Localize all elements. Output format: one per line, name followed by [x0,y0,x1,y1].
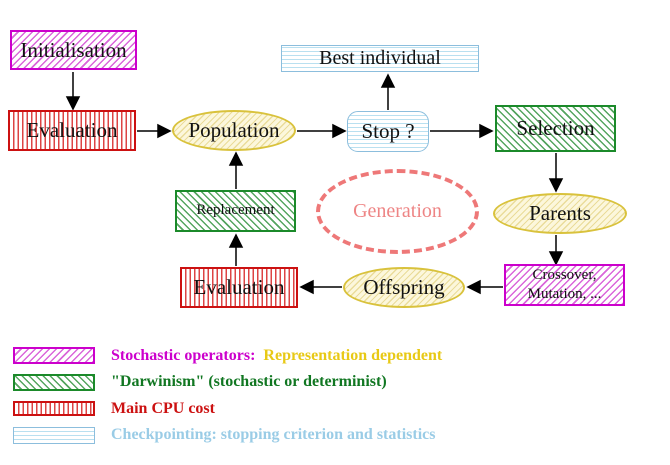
legend-row-stochastic-operators: Stochastic operators: Representation dep… [13,347,442,364]
node-selection: Selection [495,105,616,152]
node-replacement-label: Replacement [196,202,275,219]
node-initialisation: Initialisation [10,30,137,70]
arrowhead-init-to-eval [65,96,81,111]
node-stop: Stop ? [347,111,429,152]
arrowhead-eval-to-population [157,123,172,139]
node-evaluation-bottom-label: Evaluation [193,275,285,300]
legend-darwinism-label: "Darwinism" (stochastic or determinist) [111,373,387,390]
arrowhead-offspring-to-eval2 [299,279,314,295]
node-crossover-mutation: Crossover, Mutation, ... [504,264,625,306]
node-evaluation-bottom: Evaluation [180,267,298,308]
green-hatch-swatch [13,373,95,391]
node-selection-label: Selection [516,116,595,141]
node-crossover-label-line1: Crossover, [532,267,597,284]
arrowhead-crossover-to-offspring [466,279,481,295]
arrowhead-stop-to-selection [479,123,494,139]
legend-row-checkpointing: Checkpointing: stopping criterion and st… [13,426,442,444]
node-initialisation-label: Initialisation [20,37,127,62]
red-stripes-swatch [13,401,95,416]
arrowhead-population-to-stop [332,123,347,139]
node-parents: Parents [493,193,627,234]
node-best-individual-label: Best individual [319,47,441,69]
legend: Stochastic operators: Representation dep… [13,347,442,453]
node-offspring-label: Offspring [363,275,445,300]
legend-stochastic-label: Stochastic operators: [111,346,256,364]
node-generation-label: Generation [353,200,442,222]
node-population-label: Population [188,118,280,143]
legend-row-cpu-cost: Main CPU cost [13,400,442,417]
node-stop-label: Stop ? [361,119,415,144]
legend-checkpointing-label: Checkpointing: stopping criterion and st… [111,426,436,443]
node-parents-label: Parents [529,201,591,226]
arrowhead-stop-to-best [380,73,396,88]
node-population: Population [172,110,296,151]
node-generation-cycle: Generation [316,169,479,254]
arrowhead-eval2-to-replacement [228,233,244,248]
node-best-individual: Best individual [281,45,479,72]
node-replacement: Replacement [175,190,296,232]
node-evaluation-top: Evaluation [8,110,136,151]
arrowhead-replacement-to-population [228,151,244,166]
arrowhead-parents-to-crossover [548,251,564,266]
magenta-hatch-swatch [13,347,95,364]
cyan-stripes-swatch [13,426,95,444]
node-crossover-label-line2: Mutation, ... [527,286,602,302]
legend-representation-label: Representation dependent [263,346,443,364]
node-evaluation-top-label: Evaluation [26,118,118,143]
arrowhead-selection-to-parents [548,178,564,193]
node-offspring: Offspring [343,267,465,308]
legend-cpu-label: Main CPU cost [111,399,215,417]
legend-row-darwinism: "Darwinism" (stochastic or determinist) [13,373,442,391]
